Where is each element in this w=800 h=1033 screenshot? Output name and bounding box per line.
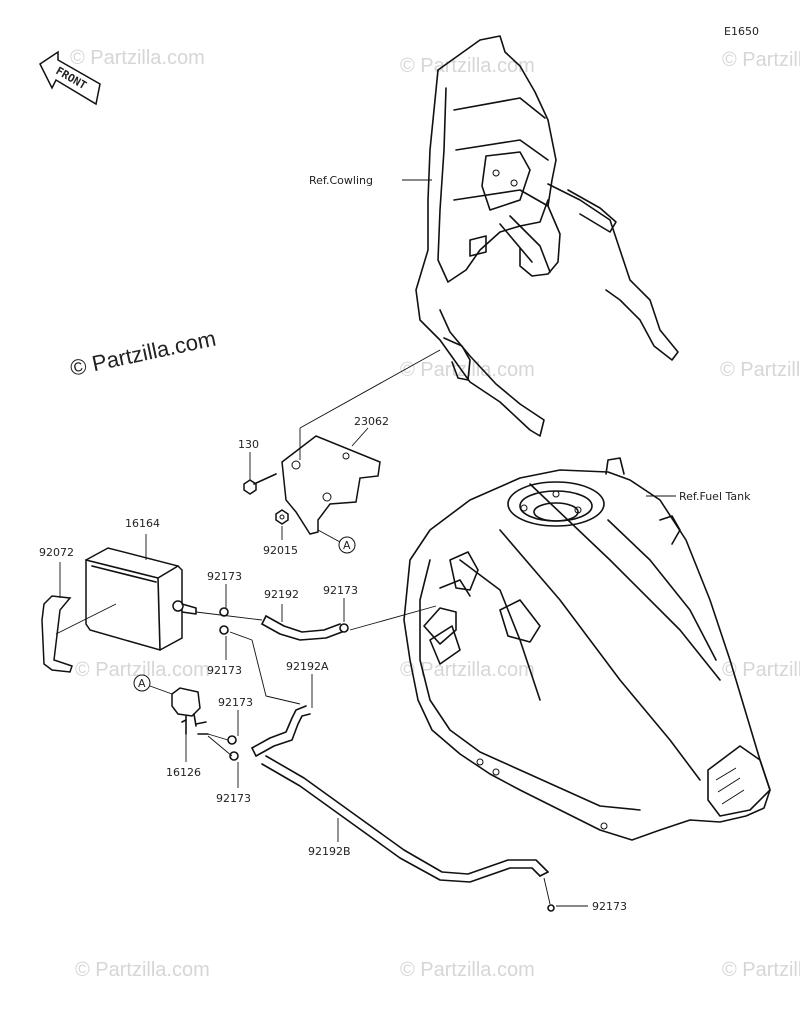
callout-a-label: A bbox=[343, 539, 351, 552]
label-130: 130 bbox=[238, 438, 259, 451]
label-92192B: 92192B bbox=[308, 845, 351, 858]
leader-hose-a-1 bbox=[229, 631, 253, 641]
label-92173-3: 92173 bbox=[207, 664, 242, 677]
watermark: © Partzilla.com bbox=[75, 959, 210, 981]
watermark: © Partzilla.com bbox=[400, 659, 535, 681]
label-92015: 92015 bbox=[263, 544, 298, 557]
valve-16126 bbox=[171, 687, 209, 735]
label-16126: 16126 bbox=[166, 766, 201, 779]
hose-92192A bbox=[251, 705, 311, 757]
leader-band-to-canister bbox=[55, 603, 117, 635]
leader-callout-a bbox=[317, 529, 341, 543]
label-ref-cowling: Ref.Cowling bbox=[309, 174, 373, 187]
hose-92192 bbox=[261, 615, 343, 641]
bolt-130 bbox=[243, 473, 277, 495]
label-ref-fuel-tank: Ref.Fuel Tank bbox=[679, 490, 751, 503]
label-23062: 23062 bbox=[354, 415, 389, 428]
diagram-code: E1650 bbox=[724, 25, 759, 38]
leader-23062 bbox=[351, 427, 369, 447]
leader-valve-clamp-2 bbox=[207, 735, 233, 757]
callout-a-circle bbox=[338, 536, 356, 554]
leader-bracket-to-frame bbox=[299, 349, 441, 429]
leader-valve-clamp bbox=[207, 733, 229, 741]
leader-hose-a-3 bbox=[265, 695, 301, 705]
watermark: © Partzilla.com bbox=[722, 659, 800, 681]
callout-a-circle bbox=[133, 674, 151, 692]
label-92173-4: 92173 bbox=[218, 696, 253, 709]
label-92192A: 92192A bbox=[286, 660, 329, 673]
bracket-23062 bbox=[281, 435, 381, 535]
watermark: © Partzilla.com bbox=[70, 47, 205, 69]
clamp-92173-2 bbox=[339, 623, 349, 633]
leader-hose-to-tank bbox=[349, 605, 437, 631]
watermark-layer: © Partzilla.com © Partzilla.com © Partzi… bbox=[70, 47, 800, 981]
label-16164: 16164 bbox=[125, 517, 160, 530]
watermark: © Partzilla.com bbox=[722, 49, 800, 71]
watermark: © Partzilla.com bbox=[400, 359, 535, 381]
watermark: © Partzilla.com bbox=[400, 959, 535, 981]
watermark: © Partzilla.com bbox=[400, 55, 535, 77]
label-92173-5: 92173 bbox=[216, 792, 251, 805]
leader-hose-92192 bbox=[195, 611, 263, 621]
fuel-tank bbox=[403, 457, 771, 841]
label-92192: 92192 bbox=[264, 588, 299, 601]
watermark: © Partzilla.com bbox=[75, 659, 210, 681]
leader-hose-end bbox=[543, 877, 551, 905]
clamp-92173-5 bbox=[229, 751, 239, 761]
hose-92192B bbox=[261, 755, 549, 883]
watermark: © Partzilla.com bbox=[722, 959, 800, 981]
cowling-frame bbox=[415, 35, 679, 437]
clamp-92173-6 bbox=[547, 904, 555, 912]
leader-hose-a-2 bbox=[251, 639, 267, 697]
callout-a-label: A bbox=[138, 677, 146, 690]
watermark-main: © Partzilla.com bbox=[68, 326, 218, 381]
label-92173-2: 92173 bbox=[323, 584, 358, 597]
watermark: © Partzilla.com bbox=[720, 359, 800, 381]
nut-92015 bbox=[275, 509, 289, 525]
front-arrow-icon: FRONT bbox=[39, 50, 101, 106]
leader-callout-a-2 bbox=[149, 685, 173, 695]
label-92173-6: 92173 bbox=[592, 900, 627, 913]
clamp-92173 bbox=[219, 607, 229, 635]
label-92072: 92072 bbox=[39, 546, 74, 559]
clamp-92173-4 bbox=[227, 735, 237, 745]
label-92173-1: 92173 bbox=[207, 570, 242, 583]
canister-16164 bbox=[85, 547, 197, 651]
